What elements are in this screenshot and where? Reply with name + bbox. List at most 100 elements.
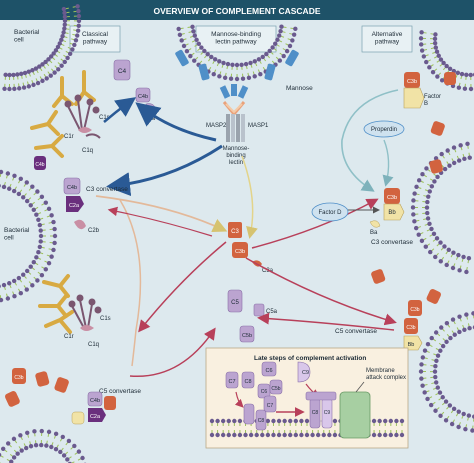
properdin-label: Properdin bbox=[371, 127, 397, 133]
c3b-alt-c5-label-2: C3b bbox=[406, 325, 415, 331]
c2a-convertase-label: C2a bbox=[69, 203, 80, 209]
c3-label: C3 bbox=[231, 229, 239, 235]
c3-block bbox=[228, 222, 242, 238]
c2a-bl-block bbox=[88, 408, 106, 422]
c3b-bl-2 bbox=[35, 371, 50, 387]
factor-b-block bbox=[403, 87, 425, 109]
bb-alt-c5-label: Bb bbox=[408, 342, 415, 348]
c8-insertion-complex bbox=[243, 403, 267, 431]
ba-shape bbox=[369, 220, 381, 228]
c4b-small-left bbox=[34, 156, 46, 170]
c4b-small-left-label: C4b bbox=[35, 162, 44, 168]
c6-block bbox=[261, 361, 277, 377]
c3-convertase-label-classical: C3 convertase bbox=[86, 186, 128, 193]
c1s-label-top: C1s bbox=[99, 115, 110, 121]
c3b-alt-convertase-label: C3b bbox=[387, 195, 397, 201]
c3b-to-classical-c3-convertase bbox=[138, 241, 227, 333]
c3a-label: C3a bbox=[262, 268, 274, 274]
c3b-alt-c5-block-1 bbox=[408, 300, 422, 316]
c4b-bl-yellow bbox=[71, 411, 85, 425]
c5b-c6-c7-complex bbox=[257, 379, 283, 413]
c1q-label-top: C1q bbox=[82, 148, 93, 154]
c5a-block bbox=[253, 303, 265, 317]
c3b-bl-1 bbox=[12, 368, 26, 384]
c1-complex-top bbox=[64, 94, 101, 139]
c9-poly-label: C9 bbox=[324, 410, 331, 416]
c4b-label-top: C4b bbox=[138, 94, 148, 100]
bb-alt-label: Bb bbox=[388, 210, 396, 216]
c2b-shape bbox=[74, 219, 86, 230]
c4b-convertase-label: C4b bbox=[67, 185, 77, 191]
c9-label-top: C9 bbox=[302, 370, 309, 376]
factor-d-shape bbox=[311, 202, 349, 222]
properdin-shape bbox=[363, 120, 405, 138]
c7-late-label: C7 bbox=[267, 403, 274, 409]
c5b-label-center: C5b bbox=[242, 333, 252, 339]
c3b-alt-convertase-block bbox=[384, 188, 400, 204]
c5-label: C5 bbox=[231, 300, 239, 306]
c1q-label-mid: C1q bbox=[88, 342, 99, 348]
diagram-title: OVERVIEW OF COMPLEMENT CASCADE bbox=[153, 6, 320, 16]
c3b-block-center bbox=[232, 242, 248, 258]
masp1-label: MASP1 bbox=[248, 123, 269, 129]
c3b-bl-4 bbox=[5, 391, 20, 407]
c5a-label: C5a bbox=[266, 309, 278, 315]
c4b-bl-block bbox=[87, 391, 103, 407]
bacterial-membranes bbox=[0, 4, 474, 463]
c3a-loop-arrow bbox=[107, 206, 213, 237]
mac-pore bbox=[339, 391, 371, 439]
c3-convertase-to-c3-arrow bbox=[95, 195, 228, 232]
lectin-to-c4-arrow bbox=[135, 102, 217, 142]
ba-label: Ba bbox=[370, 230, 378, 236]
c3b-bl-5 bbox=[104, 396, 116, 410]
c8-block bbox=[241, 371, 255, 389]
lectin-to-c3-convertase-arrow bbox=[106, 144, 223, 197]
late-steps-title: Late steps of complement activation bbox=[254, 355, 366, 362]
c3b-scatter-r4 bbox=[371, 269, 386, 284]
c1s-label-mid: C1s bbox=[100, 316, 111, 322]
c4-activation-arrow bbox=[103, 97, 137, 123]
c1r-label-mid: C1r bbox=[64, 334, 74, 340]
c8-late-label: C8 bbox=[258, 418, 265, 424]
c3b-alt-c5-label-1: C3b bbox=[410, 307, 419, 313]
lectin-to-c3-yellow-arrow bbox=[241, 155, 258, 239]
c4-block bbox=[113, 59, 131, 81]
c3b-bl-3 bbox=[54, 377, 69, 393]
c3b-scatter-r5 bbox=[426, 289, 441, 304]
c5-convertase-left-arrow bbox=[129, 327, 216, 378]
c3b-to-alternative-arrow bbox=[251, 198, 379, 249]
c3b-scatter-r1 bbox=[430, 121, 445, 136]
classical-convertase-to-c5 bbox=[119, 199, 142, 367]
late-arrow-2 bbox=[234, 391, 244, 408]
mannose-label: Mannose bbox=[286, 85, 313, 92]
c2a-convertase-block bbox=[66, 196, 84, 212]
c5-convertase-right-arrow bbox=[257, 312, 395, 331]
c6-label: C6 bbox=[265, 368, 272, 374]
c2a-bl-label: C2a bbox=[90, 414, 101, 420]
c4b-convertase-block bbox=[63, 177, 81, 195]
masp2-label: MASP2 bbox=[206, 123, 227, 129]
c5-convertase-label-right: C5 convertase bbox=[335, 328, 377, 335]
c3b-alt-label-top: C3b bbox=[407, 79, 417, 85]
c9-polymer-complex bbox=[305, 391, 337, 429]
c1r-label-top: C1r bbox=[64, 134, 74, 140]
c3b-scatter-r2 bbox=[429, 159, 443, 174]
c3-convertase-label-alt: C3 convertase bbox=[371, 239, 413, 246]
c3b-bl-1-label: C3b bbox=[14, 375, 23, 381]
c3b-scatter-r3 bbox=[444, 72, 456, 85]
c1-complex-mid bbox=[68, 294, 102, 331]
c5-block bbox=[227, 289, 243, 313]
c5b-late-label: C5b bbox=[271, 386, 280, 392]
c4b-block-top bbox=[135, 87, 151, 103]
c8-poly-label: C8 bbox=[312, 410, 319, 416]
mbl-complex bbox=[219, 84, 249, 142]
mac-pointer bbox=[355, 381, 365, 393]
c4-label: C4 bbox=[118, 68, 127, 75]
